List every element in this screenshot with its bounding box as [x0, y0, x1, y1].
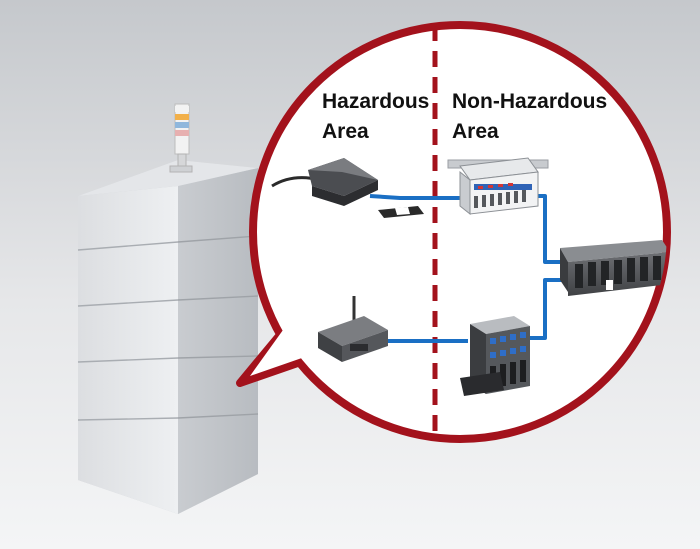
isolator-module-icon: [460, 316, 530, 396]
non-hazardous-label-line2: Area: [452, 120, 499, 143]
non-hazardous-label-line1: Non-Hazardous: [452, 90, 607, 113]
cabinet: [78, 160, 258, 514]
hazardous-label-line2: Area: [322, 120, 369, 143]
hazardous-label-line1: Hazardous: [322, 90, 429, 113]
din-barrier-icon: [448, 158, 548, 214]
